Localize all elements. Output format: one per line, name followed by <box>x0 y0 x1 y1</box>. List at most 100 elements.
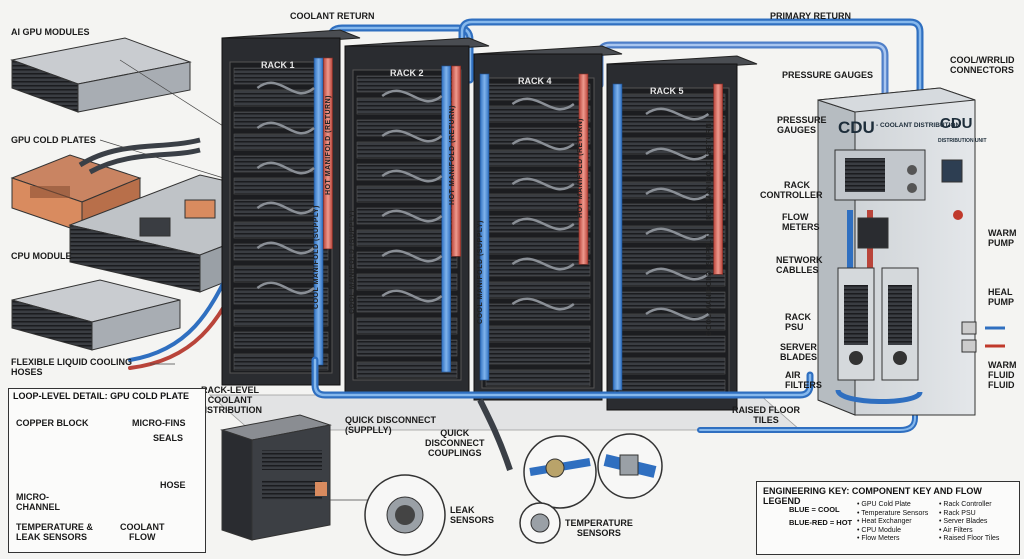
rack-2-hose <box>381 169 443 183</box>
detail-copper-block: COPPER BLOCK <box>16 418 89 428</box>
label-rack-psu: RACK PSU <box>785 312 811 332</box>
rack-3-hose <box>511 257 575 271</box>
engineering-key: ENGINEERING KEY: COMPONENT KEY AND FLOW … <box>756 481 1020 555</box>
label-quick-disconnect-couplings: QUICK DISCONNECT COUPLINGS <box>425 428 485 458</box>
rack-2-title: RACK 2 <box>390 68 424 78</box>
key-column-1: • GPU Cold Plate • Temperature Sensors •… <box>857 501 929 542</box>
ai-gpu-module <box>10 37 192 113</box>
rack-1-server-slot <box>233 265 329 283</box>
rack-5-hot-manifold: HOT MANIFOLD (RETURN) <box>706 120 713 220</box>
label-leak-sensors: LEAK SENSORS <box>450 505 495 525</box>
label-flow-meters: FLOW METERS <box>782 212 820 232</box>
cdu-side-title: CDU <box>940 115 973 132</box>
rack-4-hot-pipe <box>713 83 723 275</box>
detail-title: LOOP-LEVEL DETAIL: GPU COLD PLATE <box>13 391 190 401</box>
rack-1-cabinet <box>221 29 361 386</box>
rack-3-hose <box>511 177 575 191</box>
key-column-2: • Rack Controller • Rack PSU • Server Bl… <box>939 501 1000 542</box>
rack-3-server-slot <box>485 237 591 255</box>
rack-2-hot-manifold: HOT MANIFOLD (RETURN) <box>449 105 456 205</box>
label-pressure-gauges: PRESSURE GAUGES <box>777 115 827 135</box>
label-heal-pump: HEAL PUMP <box>988 287 1015 307</box>
rack-4-cool-pipe <box>612 83 623 391</box>
rack-3-cool-pipe <box>479 73 490 381</box>
rack-2-cabinet <box>344 37 490 393</box>
label-rack-controller: RACK CONTROLLER <box>760 180 823 200</box>
rack-1-hose <box>256 81 315 95</box>
rack-4-hose <box>645 107 710 121</box>
detail-micro-fins: MICRO-FINS <box>132 418 186 428</box>
small-server-stack <box>220 414 332 541</box>
rack-1-server-slot <box>233 309 329 327</box>
rack-4-cool-manifold: COOL MANIFOLD (SUPPLY) <box>477 220 484 324</box>
label-cpu-module: CPU MODULE <box>11 251 72 261</box>
rack-3-server-slot <box>485 303 591 321</box>
rack-4-server-slot <box>618 93 726 111</box>
rack-1-title: RACK 1 <box>261 60 295 70</box>
label-warm-pump: WARM PUMP <box>988 228 1017 248</box>
rack-5-title: RACK 5 <box>650 86 684 96</box>
rack-3-server-slot <box>485 149 591 167</box>
rack-4-hose <box>645 187 710 201</box>
rack-2-server-slot <box>356 361 458 379</box>
rack-4-hose <box>645 267 710 281</box>
rack-1-cool-pipe <box>313 57 324 366</box>
cdu-subtitle: - COOLANT DISTRIBUTION <box>876 122 961 129</box>
rack-3-server-slot <box>485 193 591 211</box>
rack-1-server-slot <box>233 353 329 371</box>
rack-3-server-slot <box>485 347 591 365</box>
label-raised-floor: RAISED FLOOR TILES <box>732 405 801 425</box>
rack-2-hose <box>381 209 443 223</box>
primary-supply-pipe <box>311 356 918 433</box>
gpu-cold-plate-module <box>10 137 201 233</box>
leak-sensor-magnifier <box>330 474 446 556</box>
cdu-cabinet <box>817 87 1005 416</box>
rack-3-server-slot <box>485 325 591 343</box>
rack-1-hose <box>256 201 315 215</box>
label-quick-disconnect-supply: QUICK DISCONNECT (SUPPLLY) <box>345 415 437 435</box>
rack-2-hose <box>381 249 443 263</box>
label-cool-connectors: COOL/WRRLID CONNECTORS <box>950 55 1015 75</box>
rack-2-server-slot <box>356 273 458 291</box>
rack-4-server-slot <box>618 335 726 353</box>
rack-3-server-slot <box>485 215 591 233</box>
detail-seals: SEALS <box>153 433 184 443</box>
rack-2-hose <box>381 89 443 103</box>
rack-1-hot-pipe <box>323 57 333 250</box>
rack-3-hose <box>511 297 575 311</box>
label-air-filters: AIR FILTERS <box>785 370 822 390</box>
rack-5-cool-manifold: COOL MANIFOLD (SUPPLY) <box>706 232 713 336</box>
racks-layer <box>221 29 758 411</box>
key-title: ENGINEERING KEY: COMPONENT KEY AND FLOW … <box>763 486 982 506</box>
label-gpu-cold-plates: GPU COLD PLATES <box>11 135 96 145</box>
disconnect-coupling <box>477 398 513 471</box>
label-coolant-return: COOLANT RETURN <box>290 11 375 21</box>
rack-4-hot-manifold: HOT MANIFOLD (RETURN) <box>577 118 584 218</box>
rack-4-server-slot <box>618 357 726 375</box>
label-primary-return: PRIMARY RETURN <box>770 11 852 21</box>
rack-3-hose <box>511 217 575 231</box>
rack-3-server-slot <box>485 281 591 299</box>
rack-3-hose <box>511 137 575 151</box>
key-red: BLUE-RED = HOT <box>789 518 853 527</box>
rack-2-server-slot <box>356 339 458 357</box>
temperature-sensor-magnifier <box>519 433 663 544</box>
rack-3-hot-pipe <box>578 73 589 265</box>
label-flexible-hoses: FLEXIBLE LIQUID COOLING HOSES <box>11 357 132 377</box>
rack-4-title: RACK 4 <box>518 76 552 86</box>
rack-4-hose <box>645 147 710 161</box>
label-warm-fluid: WARM FLUID FLUID <box>988 360 1017 390</box>
detail-temp-leak: TEMPERATURE & LEAK SENSORS <box>16 522 93 542</box>
label-pressure-gauges-top: PRESSURE GAUGES <box>782 70 874 80</box>
rack-2-hot-pipe <box>451 65 461 257</box>
rack-1-cool-manifold: COOL MANIFOLD (SUPPLY) <box>313 205 320 309</box>
storage-module <box>11 279 181 351</box>
rack-1-hose <box>256 121 315 135</box>
cdu-title: CDU <box>838 118 875 137</box>
rack-1-hose <box>256 161 315 175</box>
cold-plate-detail-panel: LOOP-LEVEL DETAIL: GPU COLD PLATE <box>8 388 206 553</box>
rack-1-server-slot <box>233 331 329 349</box>
rack-4-cabinet <box>606 55 758 411</box>
rack-3-server-slot <box>485 369 591 387</box>
